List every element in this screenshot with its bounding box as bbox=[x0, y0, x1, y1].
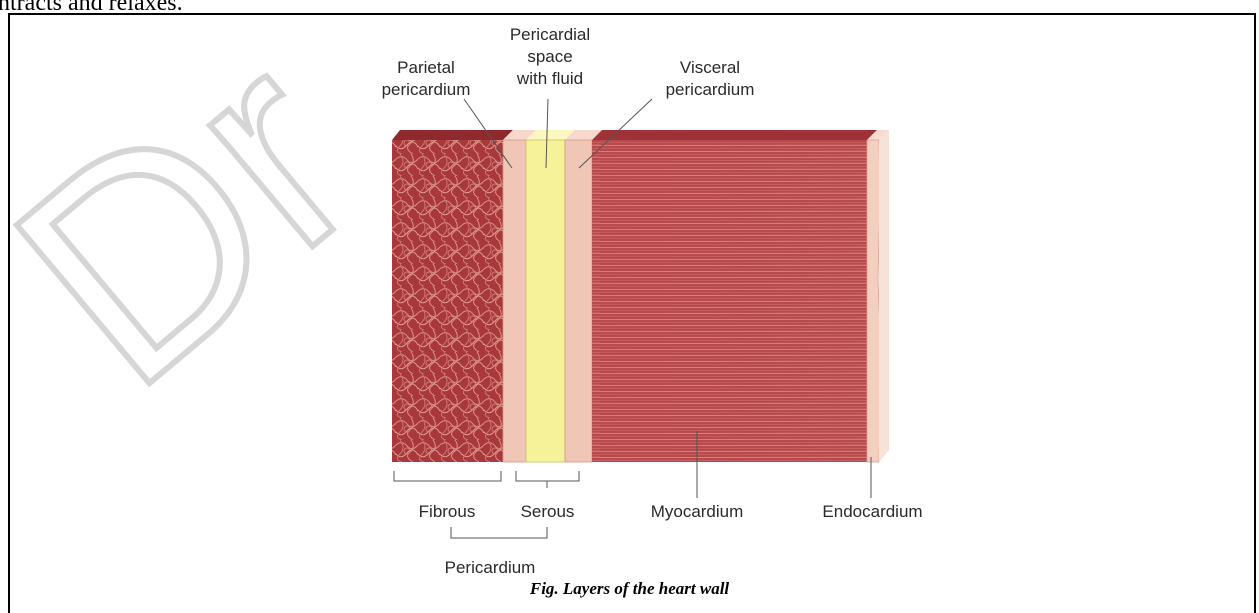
endocardium-layer bbox=[867, 140, 881, 462]
fibrous-top-face bbox=[392, 130, 513, 140]
fibrous-layer bbox=[392, 140, 503, 462]
figure-caption: Fig. Layers of the heart wall bbox=[0, 579, 1259, 599]
label-myocardium: Myocardium bbox=[617, 501, 777, 523]
fibrous-bracket bbox=[394, 471, 501, 481]
pericardial-space-fluid bbox=[526, 140, 565, 462]
myocardium-layer bbox=[592, 140, 867, 462]
visceral-pericardium-layer bbox=[565, 140, 592, 462]
endocardium-side-face bbox=[879, 130, 889, 462]
myocardium-top-face bbox=[592, 130, 877, 140]
serous-bracket bbox=[516, 471, 579, 488]
label-pericardium: Pericardium bbox=[420, 557, 560, 579]
pericardium-bracket bbox=[451, 527, 547, 538]
label-endocardium: Endocardium bbox=[795, 501, 950, 523]
parietal-pericardium-layer bbox=[503, 140, 526, 462]
label-fibrous: Fibrous bbox=[392, 501, 502, 523]
label-serous: Serous bbox=[495, 501, 600, 523]
